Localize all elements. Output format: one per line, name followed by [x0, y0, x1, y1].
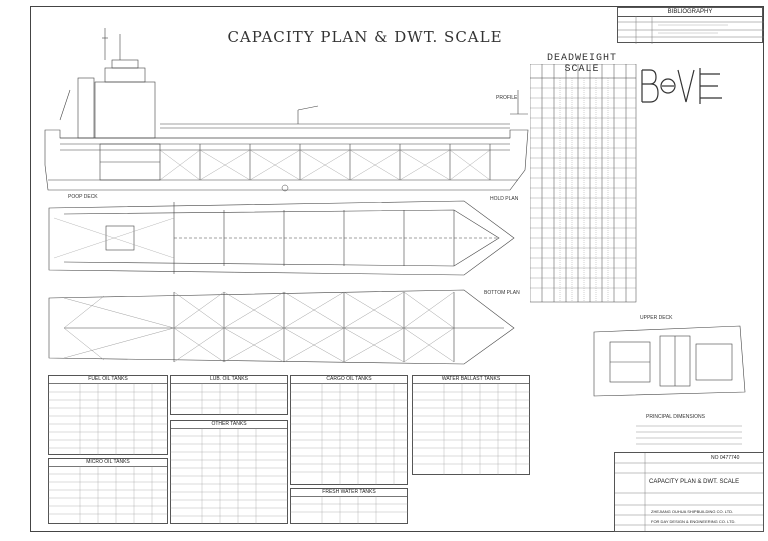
bibliography-grid: [618, 16, 764, 44]
title-block-title: CAPACITY PLAN & DWT. SCALE: [649, 479, 740, 485]
profile-label: PROFILE: [496, 95, 518, 101]
bottom-plan-label: BOTTOM PLAN: [484, 290, 520, 296]
deadweight-scale-title: DEADWEIGHT SCALE: [546, 53, 617, 75]
water-ballast-table-title: WATER BALLAST TANKS: [413, 376, 529, 384]
other-tanks-table-title: OTHER TANKS: [171, 421, 287, 429]
company-logo: [641, 68, 722, 104]
upper-deck-label: UPPER DECK: [640, 315, 673, 321]
drawing-frame: [30, 6, 764, 532]
micro-oil-table-title: MICRO OIL TANKS: [49, 459, 167, 467]
deadweight-scale-grid: [530, 64, 637, 303]
ship-profile-drawing: [44, 28, 529, 192]
title-block: NO 0477740 CAPACITY PLAN & DWT. SCALE ZH…: [614, 452, 764, 532]
drawing-number: NO 0477740: [711, 455, 740, 461]
fresh-water-table: FRESH WATER TANKS: [290, 488, 408, 524]
upper-deck-drawing: [593, 325, 746, 397]
poop-deck-label: POOP DECK: [68, 194, 98, 200]
bibliography-block: BIBLIOGRAPHY: [617, 7, 764, 44]
lube-oil-table: LUB. OIL TANKS: [170, 375, 288, 415]
title-block-rulings: [615, 453, 763, 531]
micro-oil-table: MICRO OIL TANKS: [48, 458, 168, 524]
principal-dimensions-label: PRINCIPAL DIMENSIONS: [646, 414, 705, 420]
fuel-oil-table-title: FUEL OIL TANKS: [49, 376, 167, 384]
water-ballast-table: WATER BALLAST TANKS: [412, 375, 530, 475]
cargo-oil-table-title: CARGO OIL TANKS: [291, 376, 407, 384]
other-tanks-table: OTHER TANKS: [170, 420, 288, 524]
fuel-oil-table: FUEL OIL TANKS: [48, 375, 168, 455]
fresh-water-table-title: FRESH WATER TANKS: [291, 489, 407, 497]
bibliography-title: BIBLIOGRAPHY: [618, 8, 762, 17]
lube-oil-table-title: LUB. OIL TANKS: [171, 376, 287, 384]
bottom-plan-drawing: [48, 289, 515, 365]
designer-name: FOR DAY DESIGN & ENGINEERING CO. LTD.: [651, 519, 736, 524]
hold-plan-label: HOLD PLAN: [490, 196, 519, 202]
drawing-title: CAPACITY PLAN & DWT. SCALE: [227, 28, 503, 46]
shipyard-name: ZHEJIANG OUHUA SHIPBUILDING CO. LTD.: [651, 509, 734, 514]
hold-plan-drawing: [48, 200, 515, 276]
principal-dimensions-list: [636, 425, 742, 445]
cargo-oil-table: CARGO OIL TANKS: [290, 375, 408, 485]
